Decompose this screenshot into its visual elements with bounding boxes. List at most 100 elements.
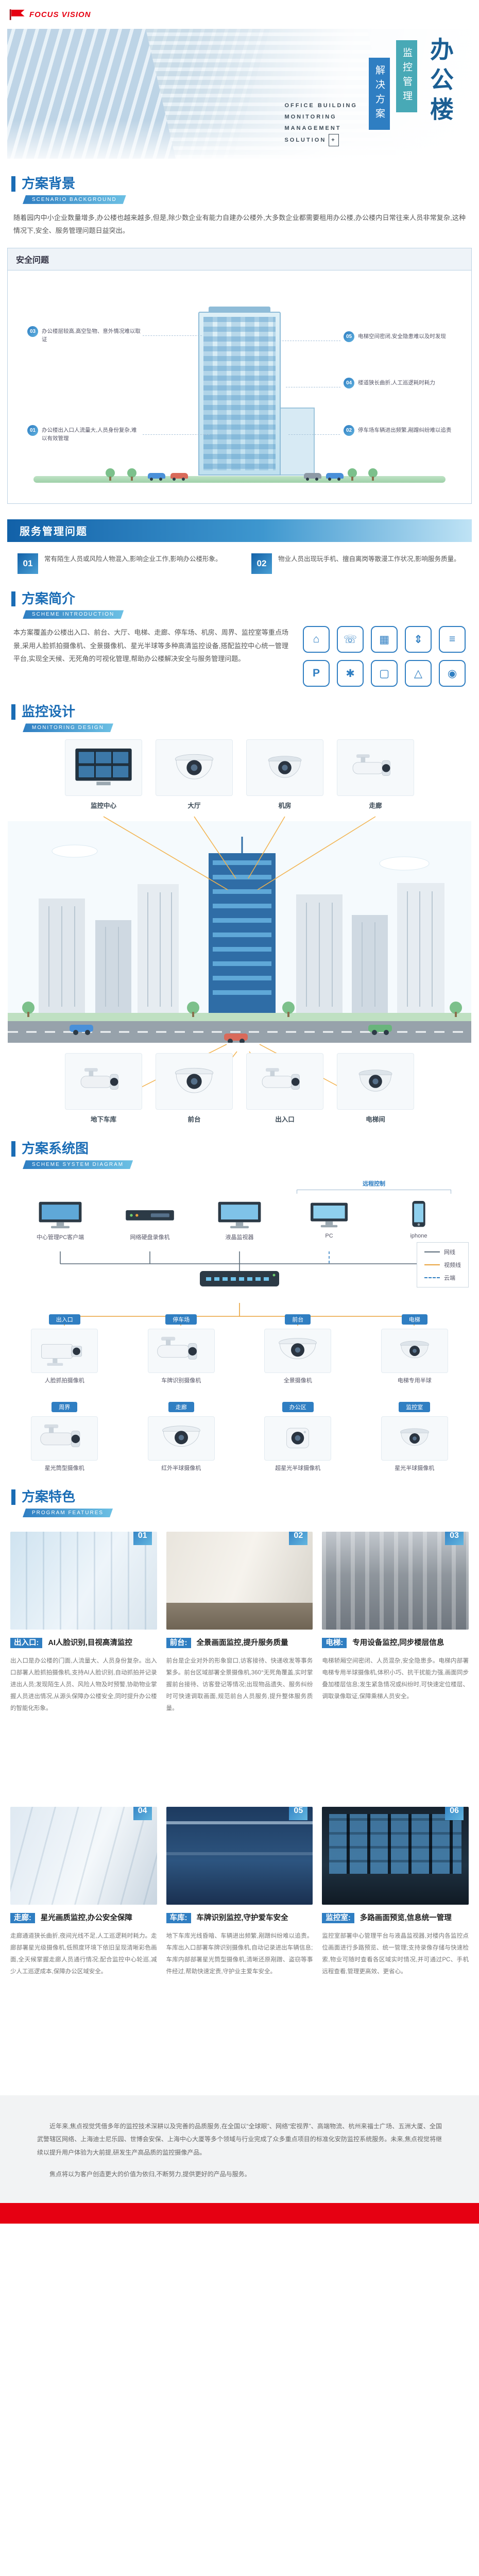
nvr-device: 网络硬盘录像机 xyxy=(111,1200,189,1241)
service-problem-items: 01 常有陌生人员或风险人物混入,影响企业工作,影响办公楼形象。 02 物业人员… xyxy=(18,553,461,574)
system-camera-corridor: 走廊 红外半球摄像机 xyxy=(127,1402,236,1472)
location-tag: 前台 xyxy=(285,1314,311,1325)
product-name: 车牌识别摄像机 xyxy=(161,1378,201,1384)
security-issue-3: 03 办公楼层较高,高空坠物、意外情况难以取证 xyxy=(27,326,141,345)
product-name: 全景摄像机 xyxy=(283,1378,312,1384)
system-camera-office: 办公区 超星光半球摄像机 xyxy=(244,1402,352,1472)
point-front-desk: 前台 xyxy=(156,1053,233,1124)
point-garage: 地下车库 xyxy=(65,1053,142,1124)
service-item-2: 02 物业人员出现玩手机、擅自离岗等散漫工作状况,影响服务质量。 xyxy=(251,553,461,574)
dome-camera-icon xyxy=(381,1329,448,1374)
section-title: 方案简介 xyxy=(11,591,468,607)
icon-glyph: P xyxy=(312,667,320,680)
building-wing xyxy=(281,407,315,476)
issue-number-badge: 04 xyxy=(344,377,354,388)
network-switch xyxy=(10,1265,469,1292)
feature-card-elevator: 03 电梯: 专用设备监控,同步楼层信息 电梯轿厢空间密闭、人员混杂,安全隐患多… xyxy=(322,1527,469,1784)
dome-camera-icon xyxy=(156,739,233,796)
hero-title-block: OFFICE BUILDING MONITORING MANAGEMENT SO… xyxy=(284,37,457,146)
feature-body: 监控室部署中心管理平台与液晶监视器,对楼内各监控点位画面进行多路预览、统一管理;… xyxy=(322,1933,469,1975)
hero-english-title: OFFICE BUILDING MONITORING MANAGEMENT SO… xyxy=(284,100,357,146)
location-tag: 走廊 xyxy=(168,1402,194,1413)
feature-card-front-desk: 02 前台: 全景画面监控,提升服务质量 前台是企业对外的形象窗口,访客接待、快… xyxy=(166,1527,313,1784)
features-grid: 01 出入口: AI人脸识别,目视高清监控 出入口是办公楼的门面,人流量大、人员… xyxy=(10,1527,469,2059)
issue-text: 办公楼出入口人流量大,人员身份复杂,难以有效管理 xyxy=(42,427,137,442)
system-camera-front-desk: 前台 全景摄像机 xyxy=(244,1314,352,1384)
issue-text: 电梯空间密闭,安全隐患难以及时发现 xyxy=(358,333,446,340)
legend-video: 视频线 xyxy=(424,1261,461,1269)
car-icon xyxy=(170,472,188,481)
remote-bracket xyxy=(297,1190,451,1194)
hero-tag-monitoring: 监控管理 xyxy=(396,40,417,112)
feature-image-front-desk: 02 xyxy=(166,1532,313,1630)
location-tag: 周界 xyxy=(52,1402,78,1413)
legend-label: 视频线 xyxy=(444,1262,461,1269)
security-issue-4: 04 楼道狭长曲折,人工巡逻耗时耗力 xyxy=(344,377,457,388)
design-bottom-row: 地下车库 前台 xyxy=(0,1053,479,1124)
hero-main-title: 办公楼 xyxy=(427,37,454,127)
feature-tag: 车库: xyxy=(166,1912,191,1923)
building-body xyxy=(198,311,281,476)
legend-label: 云端 xyxy=(444,1275,455,1282)
service-item-1: 01 常有陌生人员或风险人物混入,影响企业工作,影响办公楼形象。 xyxy=(18,553,228,574)
legend-label: 网线 xyxy=(444,1249,455,1256)
location-tag: 监控室 xyxy=(399,1402,431,1413)
scene-icon-grid: ⌂ ☏ ▦ ⇕ ≡ P ✱ ▢ △ ◉ xyxy=(303,626,466,687)
remote-pc: PC xyxy=(290,1200,368,1241)
icon-glyph: ▢ xyxy=(379,667,389,680)
logo-text: FOCUS VISION xyxy=(29,10,91,19)
issue-text: 办公楼层较高,高空坠物、意外情况难以取证 xyxy=(42,328,141,343)
location-tag: 停车场 xyxy=(165,1314,197,1325)
video-line-swatch xyxy=(424,1264,440,1266)
device-label: PC xyxy=(325,1233,333,1240)
feature-card-entrance: 01 出入口: AI人脸识别,目视高清监控 出入口是办公楼的门面,人流量大、人员… xyxy=(10,1527,157,1784)
feature-tag: 监控室: xyxy=(322,1912,354,1923)
design-top-row: 监控中心 大厅 xyxy=(0,739,479,810)
dome-camera-icon xyxy=(147,1416,215,1461)
feature-tag: 出入口: xyxy=(10,1638,43,1649)
dome-camera-icon xyxy=(337,1053,414,1110)
car-icon xyxy=(304,472,321,481)
footer-red-bar xyxy=(0,2202,479,2224)
page-header: FOCUS VISION xyxy=(0,0,479,29)
section-title: 方案背景 xyxy=(11,176,468,192)
legend-cloud: 云端 xyxy=(424,1274,461,1282)
feature-image-entrance-lobby: 01 xyxy=(10,1532,157,1630)
city-illustration xyxy=(8,821,471,1043)
point-elevator-room: 电梯间 xyxy=(337,1053,414,1124)
plus-icon: + xyxy=(329,134,339,146)
issue-text: 楼道狭长曲折,人工巡逻耗时耗力 xyxy=(358,379,435,386)
icon-glyph: ⌂ xyxy=(313,633,320,646)
bullet-camera-icon xyxy=(337,739,414,796)
section-title: 方案特色 xyxy=(11,1489,468,1505)
video-wall-icon xyxy=(65,739,142,796)
device-label: 液晶监视器 xyxy=(225,1234,254,1241)
machine-room-icon: ✱ xyxy=(337,660,364,687)
hero-en-line1: OFFICE BUILDING xyxy=(284,103,357,109)
intro-body: 本方案覆盖办公楼出入口、前台、大厅、电梯、走廊、停车场、机房、周界、监控室等重点… xyxy=(13,629,288,663)
bullet-camera-icon xyxy=(147,1329,215,1374)
feature-image-control-room: 06 xyxy=(322,1806,469,1905)
feature-card-corridor: 04 走廊: 星光画质监控,办公安全保障 走廊通道狭长曲折,夜间光线不足,人工巡… xyxy=(10,1802,157,2059)
feature-card-control-room: 06 监控室: 多路画面预览,信息统一管理 监控室部署中心管理平台与液晶监视器,… xyxy=(322,1802,469,2059)
issue-number-badge: 01 xyxy=(27,425,38,436)
section-design-head: 监控设计 MONITORING DESIGN xyxy=(11,704,468,732)
location-tag: 办公区 xyxy=(282,1402,314,1413)
lcd-monitor: 液晶监视器 xyxy=(201,1200,278,1241)
point-machine-room: 机房 xyxy=(246,739,323,810)
system-camera-parking: 停车场 车牌识别摄像机 xyxy=(127,1314,236,1384)
feature-image-elevator: 03 xyxy=(322,1532,469,1630)
device-label: 中心管理PC客户端 xyxy=(36,1234,84,1241)
elevator-icon: ⇕ xyxy=(405,626,432,653)
issue-number-badge: 03 xyxy=(27,326,38,337)
feature-headline: 车牌识别监控,守护爱车安全 xyxy=(196,1913,288,1922)
leader-line xyxy=(288,434,340,435)
product-name: 星光筒型摄像机 xyxy=(44,1465,84,1472)
entrance-icon: ⌂ xyxy=(303,626,330,653)
feature-number-badge: 06 xyxy=(444,1806,464,1820)
monitor-icon xyxy=(311,1202,348,1228)
dome-camera-icon xyxy=(381,1416,448,1461)
control-room-icon: ◉ xyxy=(439,660,466,687)
system-camera-perimeter: 周界 星光筒型摄像机 xyxy=(10,1402,119,1472)
system-devices-row: 中心管理PC客户端 网络硬盘录像机 液晶监视器 远程控制 xyxy=(10,1176,469,1241)
